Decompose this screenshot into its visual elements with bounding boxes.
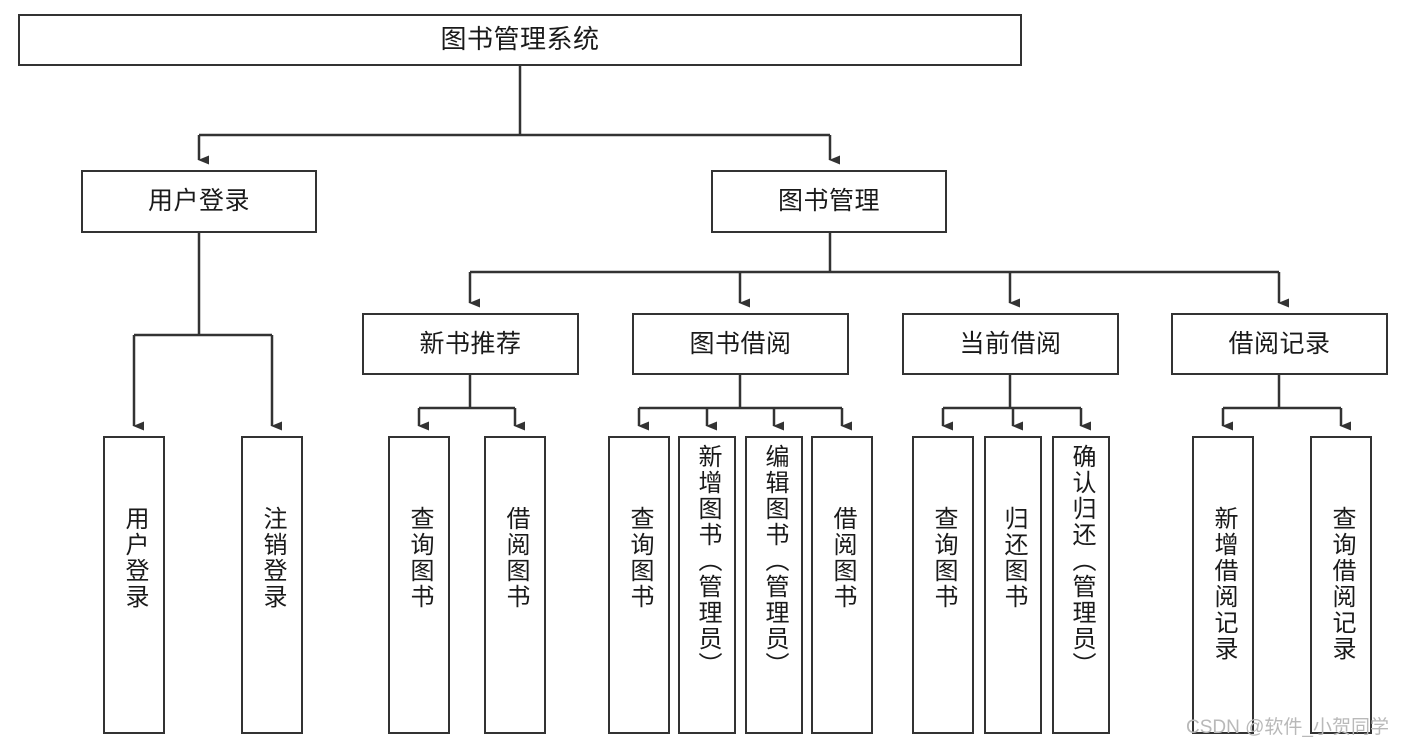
node-label: 确认归还（管理员） bbox=[1068, 444, 1095, 678]
node-label: 注销登录 bbox=[259, 506, 286, 610]
node-label: 用户登录 bbox=[147, 187, 250, 216]
node-leaf-query-book-recommend[interactable]: 查询图书 bbox=[388, 436, 450, 734]
node-label: 新增图书（管理员） bbox=[694, 444, 721, 678]
node-leaf-edit-book-admin[interactable]: 编辑图书（管理员） bbox=[745, 436, 803, 734]
node-label: 借阅图书 bbox=[829, 506, 856, 610]
node-root-system[interactable]: 图书管理系统 bbox=[18, 14, 1022, 66]
node-leaf-add-borrow-record[interactable]: 新增借阅记录 bbox=[1192, 436, 1254, 734]
node-label: 借阅记录 bbox=[1228, 329, 1331, 358]
node-label: 图书借阅 bbox=[689, 329, 792, 358]
node-label: 编辑图书（管理员） bbox=[761, 444, 788, 678]
node-book-borrow[interactable]: 图书借阅 bbox=[632, 313, 849, 375]
node-label: 查询借阅记录 bbox=[1328, 506, 1355, 662]
node-leaf-borrow-book[interactable]: 借阅图书 bbox=[811, 436, 873, 734]
node-user-login[interactable]: 用户登录 bbox=[81, 170, 317, 233]
node-label: 借阅图书 bbox=[502, 506, 529, 610]
node-leaf-user-login[interactable]: 用户登录 bbox=[103, 436, 165, 734]
node-leaf-query-book-borrow[interactable]: 查询图书 bbox=[608, 436, 670, 734]
node-current-borrow[interactable]: 当前借阅 bbox=[902, 313, 1119, 375]
node-leaf-borrow-book-recommend[interactable]: 借阅图书 bbox=[484, 436, 546, 734]
node-label: 用户登录 bbox=[121, 506, 148, 610]
csdn-watermark: CSDN @软件_小贺同学 bbox=[1186, 717, 1389, 738]
node-new-book-recommend[interactable]: 新书推荐 bbox=[362, 313, 579, 375]
node-leaf-user-logout[interactable]: 注销登录 bbox=[241, 436, 303, 734]
node-label: 查询图书 bbox=[930, 506, 957, 610]
node-book-manage[interactable]: 图书管理 bbox=[711, 170, 947, 233]
node-label: 图书管理系统 bbox=[440, 24, 600, 55]
node-borrow-record[interactable]: 借阅记录 bbox=[1171, 313, 1388, 375]
node-label: 新增借阅记录 bbox=[1210, 506, 1237, 662]
node-leaf-confirm-return-admin[interactable]: 确认归还（管理员） bbox=[1052, 436, 1110, 734]
node-label: 归还图书 bbox=[1000, 506, 1027, 610]
node-label: 查询图书 bbox=[626, 506, 653, 610]
node-label: 图书管理 bbox=[777, 187, 880, 216]
node-label: 新书推荐 bbox=[419, 329, 522, 358]
node-label: 查询图书 bbox=[406, 506, 433, 610]
node-leaf-query-book-current[interactable]: 查询图书 bbox=[912, 436, 974, 734]
node-label: 当前借阅 bbox=[959, 329, 1062, 358]
node-leaf-query-borrow-record[interactable]: 查询借阅记录 bbox=[1310, 436, 1372, 734]
node-leaf-add-book-admin[interactable]: 新增图书（管理员） bbox=[678, 436, 736, 734]
node-leaf-return-book[interactable]: 归还图书 bbox=[984, 436, 1042, 734]
